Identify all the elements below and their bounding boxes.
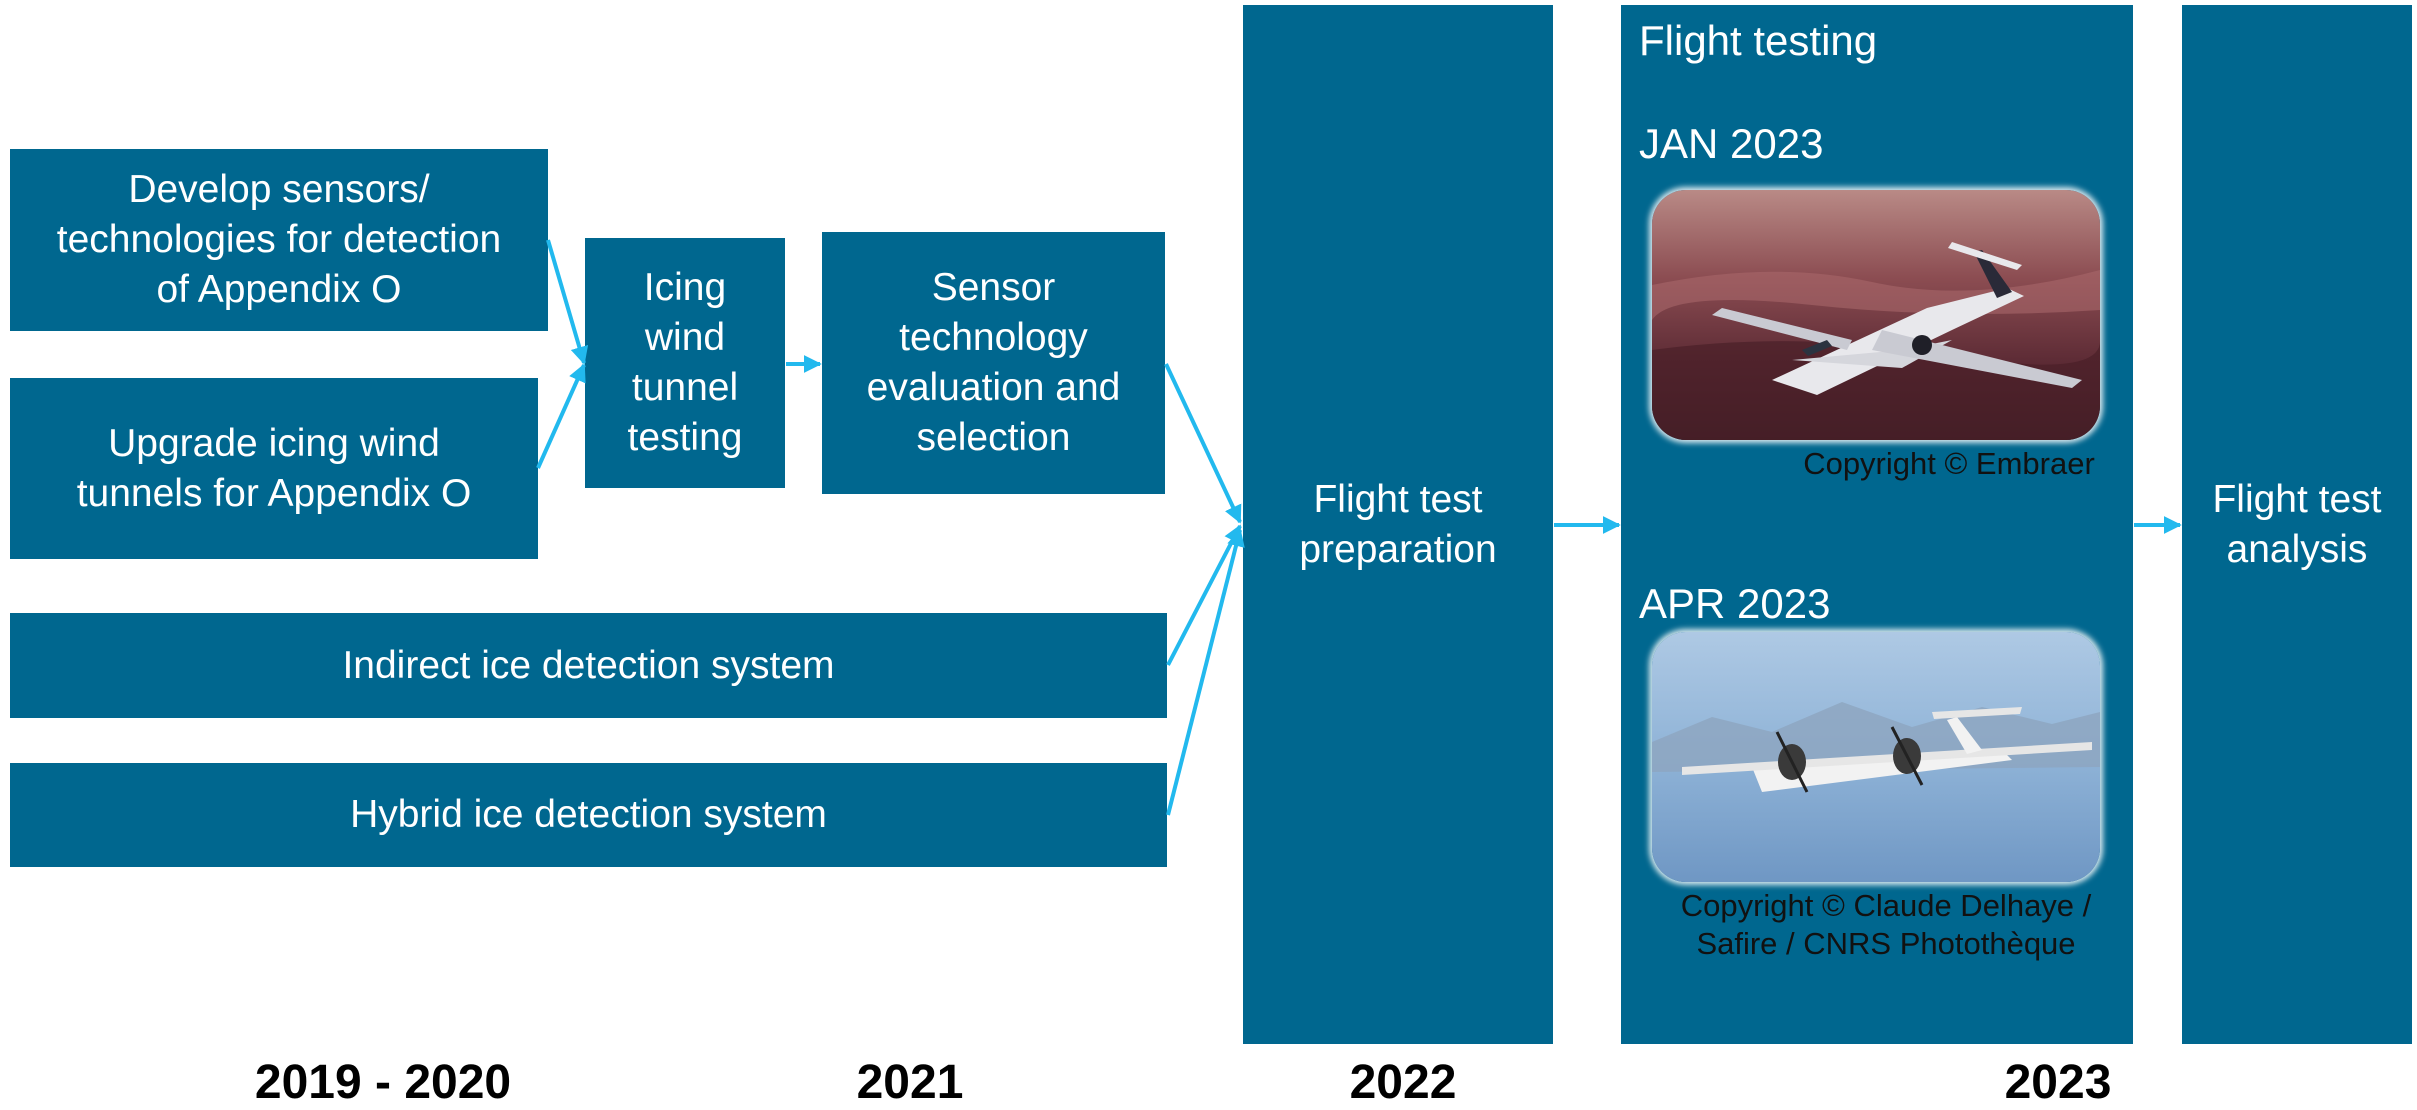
year-2019-2020: 2019 - 2020 [254,1056,512,1109]
atr-aircraft-photo [1652,632,2100,882]
upgrade-tunnels-label: Upgrade icing wind tunnels for Appendix … [76,421,472,515]
flight-prep-label: Flight test preparation [1299,477,1497,571]
flight-test-analysis-column: Flight test analysis [2182,5,2412,1044]
flight-testing-column: Flight testing JAN 2023 Cop [1621,5,2133,1044]
apr-2023-label: APR 2023 [1639,580,1831,627]
year-2023: 2023 [2004,1056,2112,1109]
flight-test-preparation-column: Flight test preparation [1243,5,1553,1044]
sensor-evaluation-box: Sensor technology evaluation and selecti… [822,232,1165,494]
develop-sensors-label: Develop sensors/ technologies for detect… [56,168,502,311]
upgrade-tunnels-box: Upgrade icing wind tunnels for Appendix … [10,378,538,559]
hybrid-detection-box: Hybrid ice detection system [10,763,1167,867]
year-2022: 2022 [1349,1056,1457,1109]
embraer-jet-photo [1652,190,2100,440]
indirect-label: Indirect ice detection system [342,643,835,687]
arrow-hybrid-to-prep [1166,528,1245,816]
icing-testing-label: Icing wind tunnel testing [627,266,743,459]
claude-delhaye-copyright: Copyright © Claude Delhaye / Safire / CN… [1680,888,2092,961]
jan-2023-label: JAN 2023 [1639,120,1824,167]
arrow-upgrade-to-icing [536,363,586,469]
hybrid-label: Hybrid ice detection system [350,793,827,836]
develop-sensors-box: Develop sensors/ technologies for detect… [10,149,548,331]
icing-wind-tunnel-testing-box: Icing wind tunnel testing [585,238,785,488]
indirect-detection-box: Indirect ice detection system [10,613,1167,718]
flight-testing-title: Flight testing [1639,17,1878,64]
sensor-eval-label: Sensor technology evaluation and selecti… [866,266,1121,459]
arrow-develop-to-icing [546,239,589,365]
year-2021: 2021 [856,1056,964,1109]
embraer-copyright: Copyright © Embraer [1803,446,2095,481]
arrow-indirect-to-prep [1166,524,1242,666]
flight-analysis-label: Flight test analysis [2212,477,2382,571]
arrow-sensor-to-prep [1164,363,1242,524]
